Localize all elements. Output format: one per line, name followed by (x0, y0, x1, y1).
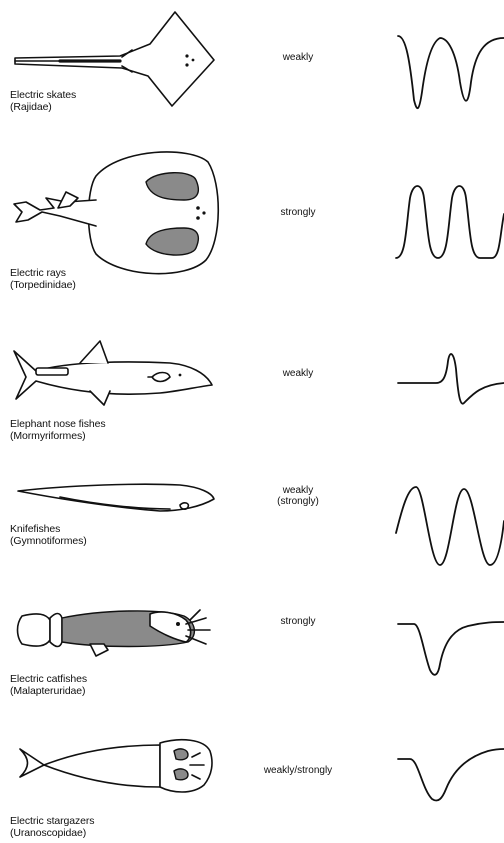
species-family: (Torpedinidae) (10, 279, 76, 291)
species-name: Electric stargazers (10, 815, 94, 827)
species-name: Electric rays (10, 267, 76, 279)
species-row-electric-skates: Electric skates (Rajidae) weakly (0, 0, 504, 140)
species-name: Knifefishes (10, 523, 87, 535)
species-row-electric-catfishes: Electric catfishes (Malapteruridae) stro… (0, 590, 504, 715)
species-label: Electric catfishes (Malapteruridae) (10, 673, 87, 697)
discharge-strength: weakly (strongly) (238, 485, 358, 507)
species-row-electric-rays: Electric rays (Torpedinidae) strongly (0, 140, 504, 305)
discharge-strength: weakly (238, 52, 358, 63)
discharge-strength: weakly/strongly (238, 765, 358, 776)
species-name: Elephant nose fishes (10, 418, 105, 430)
electric-stargazer-illustration (0, 715, 230, 805)
species-label: Knifefishes (Gymnotiformes) (10, 523, 87, 547)
species-row-knifefishes: Knifefishes (Gymnotiformes) weakly (stro… (0, 435, 504, 590)
waveform-trace (388, 22, 504, 112)
species-row-elephant-nose-fishes: Elephant nose fishes (Mormyriformes) wea… (0, 305, 504, 435)
elephant-nose-fish-illustration (0, 305, 230, 415)
waveform-trace (388, 604, 504, 684)
species-label: Electric skates (Rajidae) (10, 89, 76, 113)
discharge-strength: strongly (238, 207, 358, 218)
species-family: (Gymnotiformes) (10, 535, 87, 547)
species-name: Electric catfishes (10, 673, 87, 685)
species-label: Electric stargazers (Uranoscopidae) (10, 815, 94, 839)
waveform-trace (388, 174, 504, 274)
species-label: Electric rays (Torpedinidae) (10, 267, 76, 291)
species-family: (Malapteruridae) (10, 685, 87, 697)
species-name: Electric skates (10, 89, 76, 101)
discharge-strength: weakly (238, 368, 358, 379)
discharge-strength: strongly (238, 616, 358, 627)
species-row-electric-stargazers: Electric stargazers (Uranoscopidae) weak… (0, 715, 504, 843)
waveform-trace (388, 729, 504, 809)
waveform-trace (388, 469, 504, 579)
knifefish-illustration (0, 435, 230, 535)
waveform-trace (388, 335, 504, 415)
species-family: (Rajidae) (10, 101, 76, 113)
species-family: (Uranoscopidae) (10, 827, 94, 839)
